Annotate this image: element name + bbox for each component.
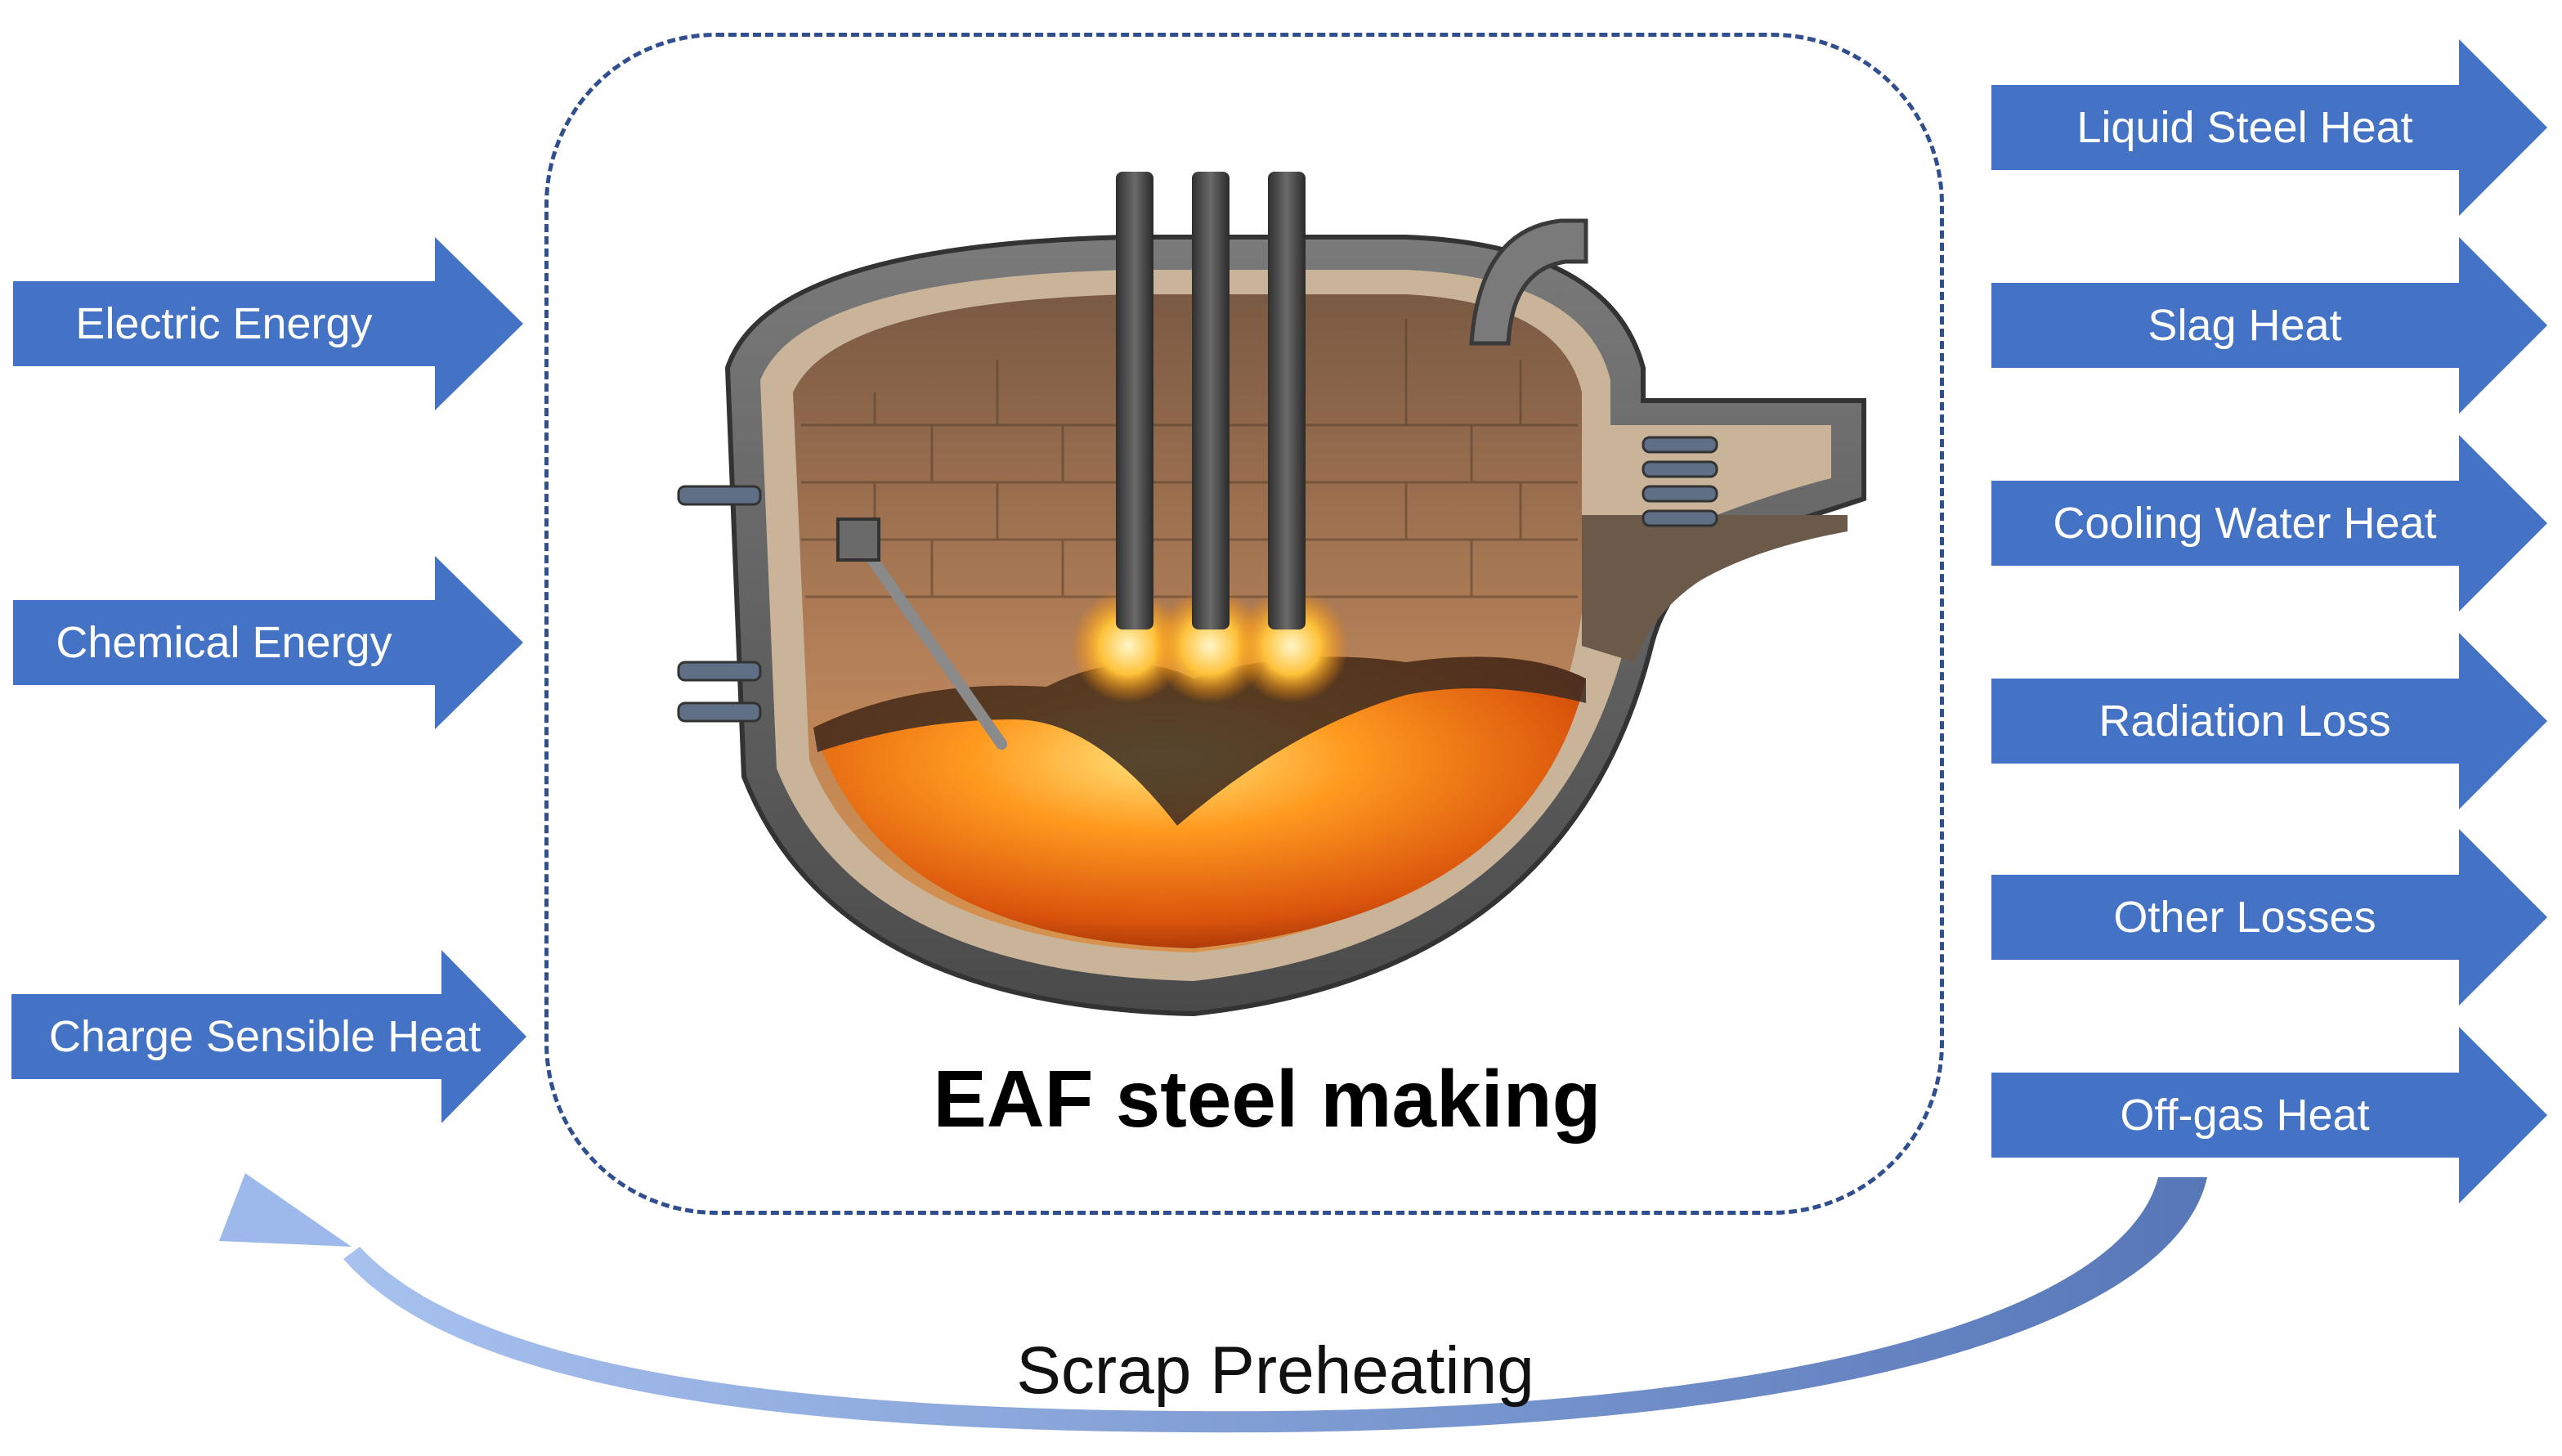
input-label-chemical-energy: Chemical Energy	[56, 618, 392, 667]
output-label-cooling-water-heat: Cooling Water Heat	[2053, 499, 2437, 548]
input-label-charge-sensible-heat: Charge Sensible Heat	[48, 1012, 481, 1061]
output-label-liquid-steel-heat: Liquid Steel Heat	[2076, 103, 2413, 152]
eaf-process-boundary	[544, 33, 1944, 1215]
electric-arc-furnace-illustration	[677, 172, 1866, 1017]
output-label-off-gas-heat: Off-gas Heat	[2120, 1091, 2370, 1140]
output-label-other-losses: Other Losses	[2113, 893, 2376, 942]
input-label-electric-energy: Electric Energy	[75, 299, 373, 348]
process-title: EAF steel making	[933, 1054, 1601, 1144]
output-label-radiation-loss: Radiation Loss	[2098, 697, 2391, 746]
output-label-slag-heat: Slag Heat	[2148, 301, 2342, 350]
scrap-preheating-label: Scrap Preheating	[1016, 1333, 1534, 1408]
